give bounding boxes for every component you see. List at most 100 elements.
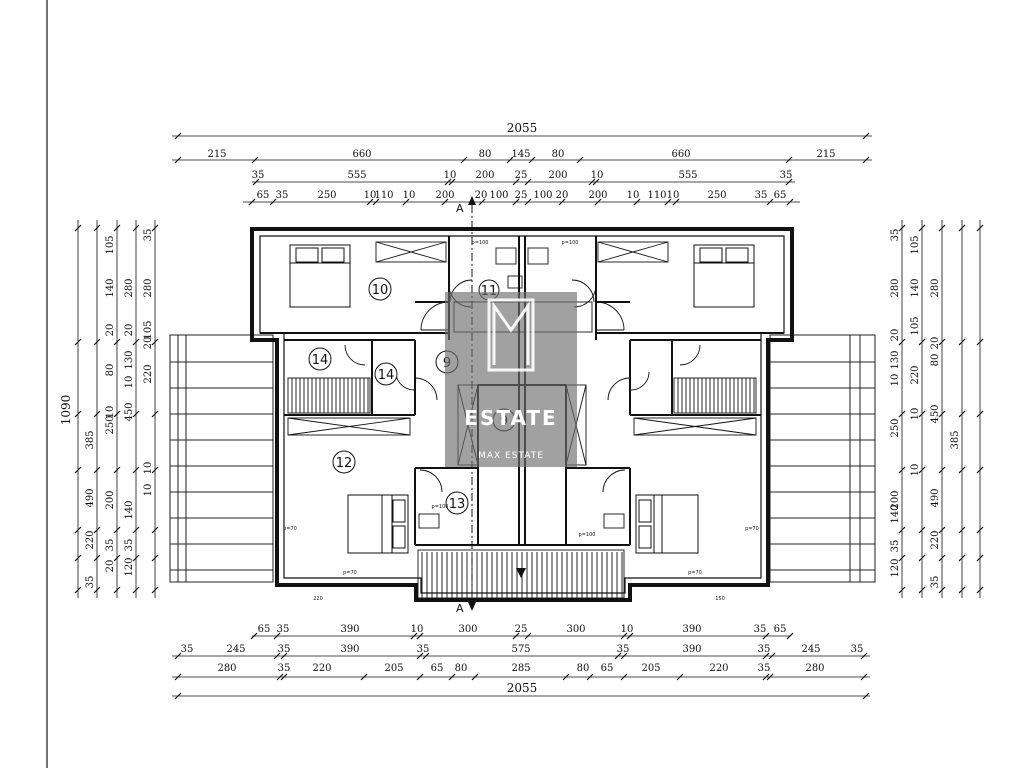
small-mark-6: p=70 xyxy=(283,526,297,532)
left-total-dimension: 1090 xyxy=(59,395,73,426)
top-dim-row2-1: 555 xyxy=(347,170,366,181)
section-label-bottom: A xyxy=(456,602,464,615)
right-dim-c3-5: 220 xyxy=(930,530,941,549)
bottom-dim-row3-11: 35 xyxy=(758,663,771,674)
left-dim-c5-5: 10 xyxy=(143,462,154,475)
top-dim-row2-6: 10 xyxy=(591,170,604,181)
left-dim-c5-1: 280 xyxy=(143,278,154,297)
small-mark-2: p=100 xyxy=(432,504,449,510)
section-arrow-top xyxy=(468,196,476,205)
bottom-dim-row3-2: 220 xyxy=(312,663,331,674)
left-dim-c2-1: 490 xyxy=(85,488,96,507)
top-dim-row2-4: 25 xyxy=(515,170,528,181)
watermark-text-sub: MAX ESTATE xyxy=(478,451,544,461)
right-dim-c1-6: 200 xyxy=(890,490,901,509)
right-dim-c2-4: 10 xyxy=(910,408,921,421)
beds xyxy=(289,244,755,554)
left-dim-c3-0: 105 xyxy=(105,235,116,254)
bottom-dim-row1-8: 390 xyxy=(682,624,701,635)
top-dim-row3-17: 35 xyxy=(755,190,768,201)
top-dim-row1-0: 215 xyxy=(207,149,226,160)
bottom-dim-row1-3: 10 xyxy=(411,624,424,635)
left-dim-c3-8: 20 xyxy=(105,560,116,573)
top-dim-row3-4: 110 xyxy=(374,190,393,201)
right-dim-c3-6: 35 xyxy=(930,576,941,589)
right-dim-c1-1: 280 xyxy=(890,278,901,297)
entrance-arrow xyxy=(516,568,526,578)
bottom-dim-row2-10: 35 xyxy=(851,644,864,655)
right-dim-c1-2: 20 xyxy=(890,329,901,342)
right-dim-c1-8: 35 xyxy=(890,540,901,553)
right-dim-c2-0: 105 xyxy=(910,235,921,254)
bottom-dim-row3-3: 205 xyxy=(384,663,403,674)
left-dim-c5-2: 105 xyxy=(143,320,154,339)
top-dim-row3-14: 110 xyxy=(647,190,666,201)
left-dimension-chains xyxy=(74,220,159,598)
left-pergola xyxy=(169,334,274,583)
left-dim-c5-0: 35 xyxy=(143,229,154,242)
bottom-total-dimension: 2055 xyxy=(507,681,538,695)
room-number-13: 13 xyxy=(449,497,466,512)
right-dim-c1-4: 10 xyxy=(890,374,901,387)
small-mark-9: 150 xyxy=(715,596,725,602)
bottom-dim-row3-7: 80 xyxy=(577,663,590,674)
top-dim-row1-5: 660 xyxy=(671,149,690,160)
small-mark-5: p=70 xyxy=(688,570,702,576)
right-dim-c2-3: 220 xyxy=(910,365,921,384)
right-dim-c4-0: 385 xyxy=(950,430,961,449)
right-dim-c2-1: 140 xyxy=(910,278,921,297)
left-dim-c5-3: 20 xyxy=(143,337,154,350)
right-dim-c2-2: 105 xyxy=(910,316,921,335)
top-dim-row1-1: 660 xyxy=(352,149,371,160)
right-dim-c1-9: 120 xyxy=(890,558,901,577)
bottom-dim-row1-0: 65 xyxy=(258,624,271,635)
top-dim-row2-3: 200 xyxy=(475,170,494,181)
top-dim-row1-2: 80 xyxy=(479,149,492,160)
top-dim-row2-8: 35 xyxy=(780,170,793,181)
top-dimension-chains xyxy=(172,132,872,206)
top-dim-row2-2: 10 xyxy=(444,170,457,181)
bottom-dim-row3-9: 205 xyxy=(641,663,660,674)
left-dim-c3-6: 200 xyxy=(105,490,116,509)
left-dim-c4-1: 20 xyxy=(124,324,135,337)
left-dim-c4-6: 35 xyxy=(124,539,135,552)
bottom-dim-row2-5: 575 xyxy=(511,644,530,655)
left-dim-c4-0: 280 xyxy=(124,278,135,297)
small-mark-7: p=70 xyxy=(745,526,759,532)
bottom-dim-row2-1: 245 xyxy=(226,644,245,655)
left-dim-c3-7: 35 xyxy=(105,539,116,552)
left-dim-c4-2: 130 xyxy=(124,350,135,369)
left-dim-c2-3: 35 xyxy=(85,576,96,589)
bottom-dim-row1-6: 300 xyxy=(566,624,585,635)
top-dim-row3-2: 250 xyxy=(317,190,336,201)
right-dim-c3-2: 80 xyxy=(930,354,941,367)
left-dim-c3-2: 80 xyxy=(105,364,116,377)
top-dim-row3-6: 200 xyxy=(435,190,454,201)
left-dim-c3-1: 140 xyxy=(105,278,116,297)
right-dim-c1-0: 35 xyxy=(890,229,901,242)
bottom-dim-row1-10: 65 xyxy=(774,624,787,635)
bottom-dim-row2-7: 390 xyxy=(682,644,701,655)
top-dim-row3-8: 100 xyxy=(489,190,508,201)
top-dim-row3-16: 250 xyxy=(707,190,726,201)
bottom-dim-row1-5: 25 xyxy=(515,624,528,635)
top-dim-row2-5: 200 xyxy=(548,170,567,181)
left-dim-c5-6: 10 xyxy=(143,484,154,497)
right-dim-c2-5: 10 xyxy=(910,464,921,477)
small-mark-0: p=100 xyxy=(472,240,489,246)
bottom-dim-row3-5: 80 xyxy=(455,663,468,674)
bottom-dim-row2-8: 35 xyxy=(758,644,771,655)
small-mark-1: p=100 xyxy=(562,240,579,246)
top-dim-row3-7: 20 xyxy=(475,190,488,201)
right-pergola xyxy=(769,334,876,583)
top-dim-row3-10: 100 xyxy=(533,190,552,201)
bottom-dimension-chains xyxy=(172,632,870,700)
top-total-dimension: 2055 xyxy=(507,121,538,135)
top-dim-row2-0: 35 xyxy=(252,170,265,181)
right-dim-c3-3: 450 xyxy=(930,404,941,423)
bottom-dim-row3-0: 280 xyxy=(217,663,236,674)
top-dim-row3-0: 65 xyxy=(257,190,270,201)
top-dim-row3-5: 10 xyxy=(403,190,416,201)
right-dimension-chains xyxy=(898,220,984,598)
bottom-dim-row3-1: 35 xyxy=(278,663,291,674)
